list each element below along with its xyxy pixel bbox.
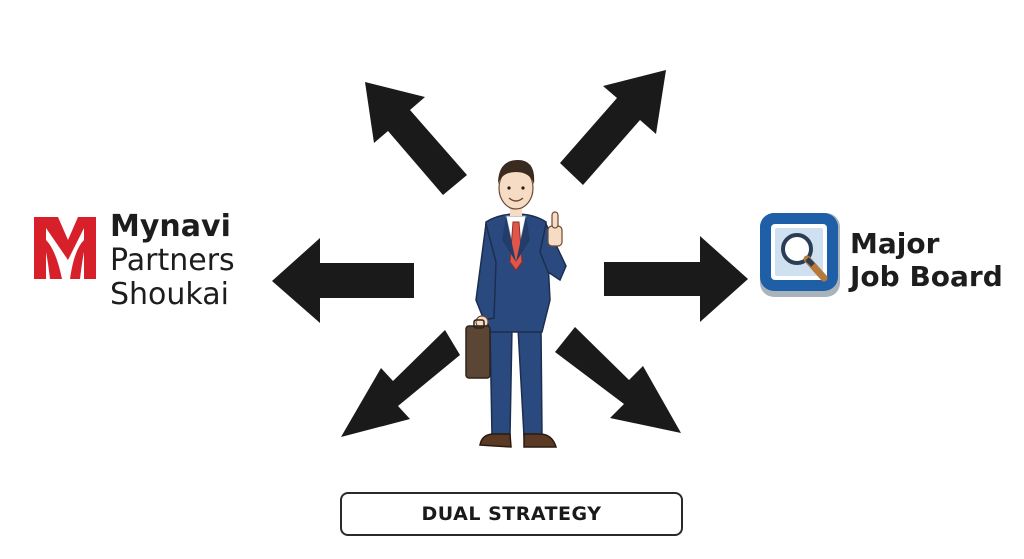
- arrow-lower-left: [341, 330, 460, 437]
- dual-strategy-box: DUAL STRATEGY: [340, 492, 683, 536]
- job-board-line-1: Major: [850, 227, 940, 260]
- arrow-left: [272, 238, 414, 323]
- arrow-upper-right: [560, 70, 666, 185]
- dual-strategy-label: DUAL STRATEGY: [421, 503, 602, 525]
- arrow-lower-right: [555, 327, 681, 433]
- job-board-line-2: Job Board: [850, 260, 1003, 293]
- major-job-board-label: Major Job Board: [850, 227, 1003, 293]
- mynavi-brand-line-2: Partners: [110, 243, 235, 278]
- magnifying-glass-app-icon: [760, 213, 840, 297]
- arrow-upper-left: [365, 82, 467, 195]
- businessman-thumbs-up-icon: [465, 160, 567, 448]
- mynavi-brand-line-3: Shoukai: [110, 277, 229, 312]
- arrow-right: [604, 236, 748, 322]
- mynavi-brand-line-1: Mynavi: [110, 209, 231, 244]
- mynavi-brand-label: Mynavi Partners Shoukai: [110, 210, 235, 312]
- mynavi-m-logo-icon: [34, 217, 96, 279]
